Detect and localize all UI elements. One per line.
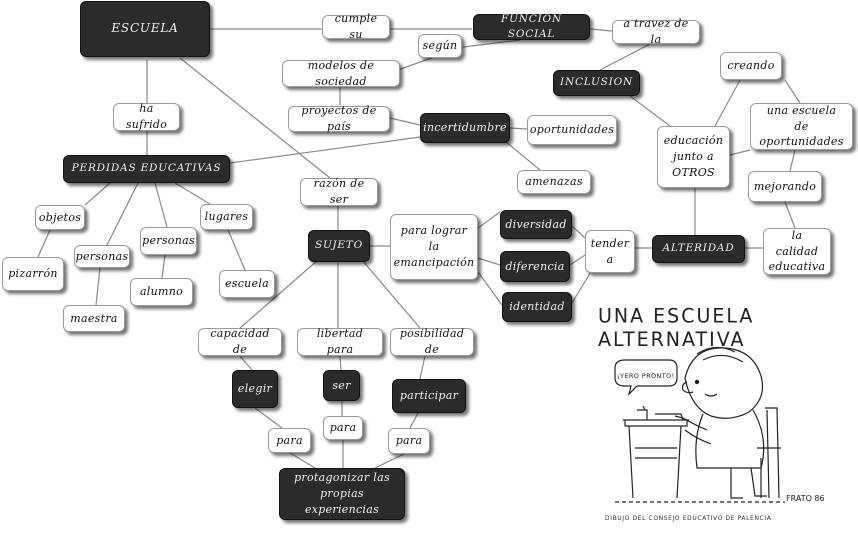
speech-bubble: [614, 359, 678, 396]
cartoon-title: UNA ESCUELA ALTERNATIVA: [598, 304, 755, 352]
desk: [623, 419, 689, 499]
node-diversidad: diversidad: [500, 210, 572, 239]
node-amenazas: amenazas: [517, 170, 591, 194]
node-elegir: elegir: [232, 370, 278, 408]
node-segun: según: [418, 34, 462, 58]
node-creando: creando: [720, 52, 782, 80]
node-a-traves-de-la: a travez de la: [612, 17, 700, 46]
node-posibilidad-de: posibilidad de: [390, 327, 474, 356]
chair: [757, 407, 781, 499]
node-lugares: lugares: [200, 204, 253, 230]
node-educacion-junto-a-otros: educación junto a OTROS: [657, 126, 730, 188]
node-cumple-su: cumple su: [322, 12, 390, 41]
boy-body: [695, 409, 765, 469]
node-la-calidad-educativa: la calidad educativa: [763, 228, 831, 275]
node-pizarron: pizarrón: [2, 257, 64, 291]
speech-text: ¡YERO PRONTO!: [617, 372, 675, 380]
node-capacidad-de: capacidad de: [198, 327, 282, 356]
node-diferencia: diferencia: [500, 251, 570, 282]
node-escuela: ESCUELA: [80, 1, 210, 57]
node-alumno: alumno: [130, 278, 193, 306]
node-incertidumbre: incertidumbre: [420, 113, 510, 143]
node-para-lograr-la-emancipacion: para lograr la emancipación: [390, 214, 478, 280]
node-identidad: identidad: [502, 292, 572, 322]
node-sujeto: SUJETO: [308, 230, 370, 262]
node-una-escuela-de-oportunidades: una escuela de oportunidades: [750, 103, 853, 150]
node-escuela-lugar: escuela: [219, 270, 275, 298]
node-objetos: objetos: [35, 205, 85, 230]
node-oportunidades: oportunidades: [527, 115, 617, 145]
node-funcion-social: FUNCION SOCIAL: [473, 13, 590, 40]
node-mejorando: mejorando: [748, 171, 822, 202]
node-ser: ser: [323, 370, 360, 401]
node-para-3: para: [388, 428, 430, 454]
node-libertad-para: libertad para: [297, 327, 383, 356]
node-participar: participar: [392, 379, 466, 413]
node-proyectos-de-pais: proyectos de país: [288, 104, 390, 133]
node-ha-sufrido: ha sufrido: [113, 102, 180, 131]
node-modelos-de-sociedad: modelos de sociedad: [282, 59, 400, 88]
node-tender-a: tender a: [585, 230, 635, 273]
node-perdidas-educativas: PERDIDAS EDUCATIVAS: [63, 155, 230, 183]
cartoon-credit: DIBUJO DEL CONSEJO EDUCATIVO DE PALENCIA: [605, 515, 772, 522]
artist-signature: FRATO 86: [786, 494, 825, 503]
node-maestra: maestra: [63, 305, 125, 332]
node-inclusion: INCLUSION: [553, 70, 640, 96]
node-razon-de-ser: razón de ser: [300, 177, 378, 206]
node-para-1: para: [268, 428, 311, 453]
node-protagonizar: protagonizar las propias experiencias: [279, 468, 405, 520]
node-para-2: para: [323, 416, 363, 440]
node-personas-1: personas: [74, 245, 130, 268]
cartoon-illustration: [614, 346, 785, 503]
node-alteridad: ALTERIDAD: [652, 235, 745, 263]
node-personas-2: personas: [140, 227, 197, 255]
